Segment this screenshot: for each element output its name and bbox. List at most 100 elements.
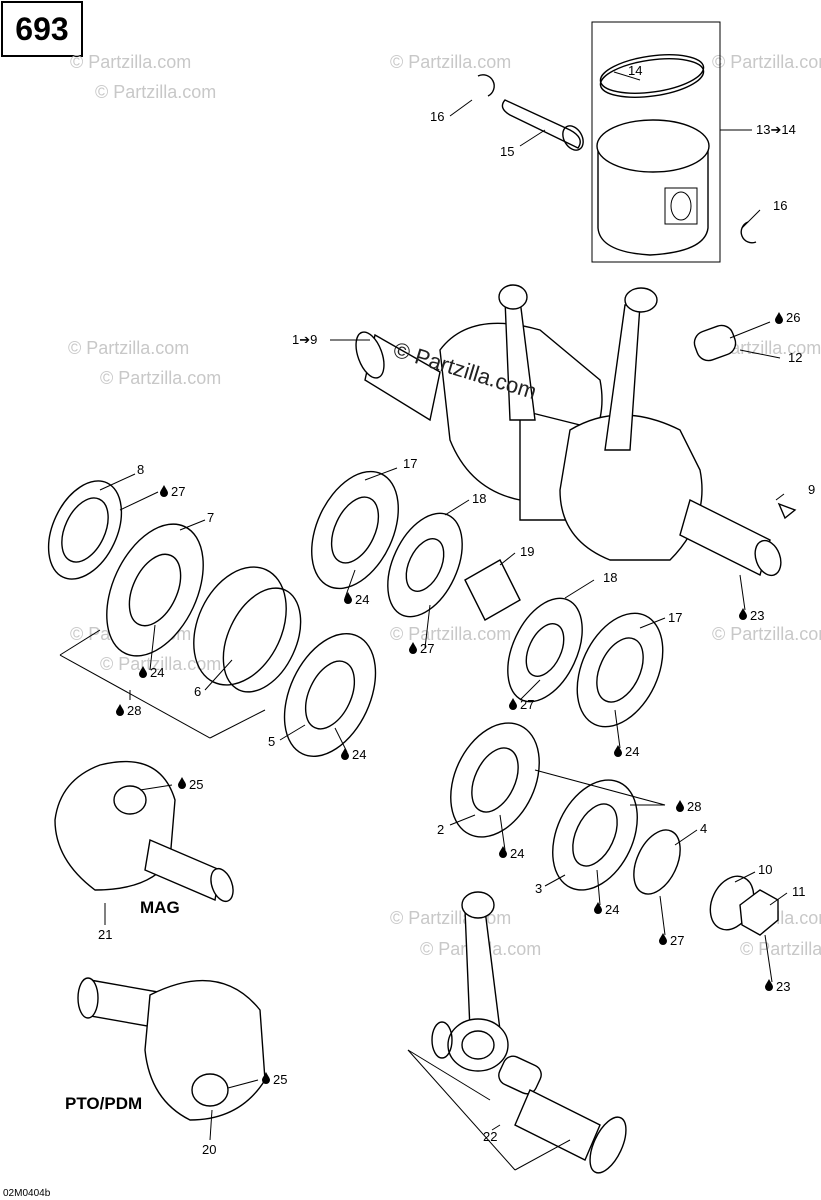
needle-bearing	[498, 1055, 542, 1095]
lubricant-icon	[614, 745, 622, 757]
watermark: © Partzilla.com	[712, 624, 821, 644]
ball-bearing	[106, 523, 204, 657]
lubricant-icon	[178, 777, 186, 789]
callout-27: 27	[670, 933, 684, 948]
lubricant-icon	[659, 933, 667, 945]
pto-half-crankshaft	[77, 977, 266, 1121]
page-number-box: 693	[1, 1, 83, 57]
piston-pin-boss	[664, 187, 698, 225]
callout-28: 28	[127, 703, 141, 718]
callout-13-14: 13➔14	[756, 122, 796, 137]
oil-seal-lip	[405, 538, 445, 592]
watermark: © Partzilla.com	[712, 52, 821, 72]
rod-small-end	[498, 284, 528, 310]
callout-1-9: 1➔9	[292, 332, 317, 347]
leader-lines	[59, 71, 788, 1171]
ball-bearing	[283, 633, 377, 757]
callout-14: 14	[628, 63, 642, 78]
lubricant-icon	[116, 704, 124, 716]
bearing-inner-race	[330, 496, 380, 564]
mag-shaft-end	[210, 867, 234, 903]
watermarks: © Partzilla.com © Partzilla.com © Partzi…	[68, 52, 821, 959]
callout-4: 4	[700, 821, 707, 836]
piston-pin-bore	[670, 191, 692, 221]
watermark: © Partzilla.com	[390, 624, 511, 644]
watermark: © Partzilla.com	[390, 52, 511, 72]
piston-pin	[501, 99, 581, 149]
lubricant-icon	[341, 748, 349, 760]
woodruff-key	[777, 502, 797, 520]
callout-24: 24	[625, 744, 639, 759]
crankshaft-end	[355, 331, 385, 379]
callout-27: 27	[420, 641, 434, 656]
watermark: © Partzilla.com	[390, 908, 511, 928]
callout-18: 18	[472, 491, 486, 506]
callout-24: 24	[605, 902, 619, 917]
watermark: © Partzilla.com	[100, 368, 221, 388]
callout-11: 11	[792, 884, 806, 899]
circlip	[477, 74, 495, 97]
oil-seal	[47, 480, 123, 580]
rod-big-end	[447, 1018, 509, 1072]
callout-12: 12	[788, 350, 802, 365]
crankshaft-pto-end	[754, 539, 782, 577]
callout-16: 16	[430, 109, 444, 124]
bearing-inner-race	[596, 637, 644, 703]
callout-28: 28	[687, 799, 701, 814]
callout-25: 25	[273, 1072, 287, 1087]
watermark: © Partzilla.com	[740, 939, 821, 959]
crankshaft-pto-shaft	[679, 498, 771, 577]
pto-crank-web	[144, 979, 266, 1121]
ball-bearing	[552, 779, 638, 891]
bearing-inner-race	[471, 747, 519, 813]
callout-25: 25	[189, 777, 203, 792]
watermark: © Partzilla.com	[100, 654, 221, 674]
callout-22: 22	[483, 1129, 497, 1144]
callout-23: 23	[776, 979, 790, 994]
ball-bearing	[576, 612, 664, 728]
bearing-inner-race	[128, 553, 182, 627]
callout-3: 3	[535, 881, 542, 896]
crank-pin-end	[589, 1116, 627, 1174]
callout-19: 19	[520, 544, 534, 559]
oil-seal-lip	[525, 623, 565, 677]
circlip	[740, 221, 757, 244]
lubricant-icon	[160, 485, 168, 497]
oil-seal	[507, 597, 583, 703]
piston-ring-inner	[599, 58, 705, 98]
callout-17: 17	[668, 610, 682, 625]
piston-ring	[599, 54, 705, 94]
callout-10: 10	[758, 862, 772, 877]
pto-crank-pin-hole	[191, 1073, 229, 1107]
lubricant-icon	[739, 608, 747, 620]
distance-gear	[464, 559, 521, 621]
mag-label: MAG	[140, 898, 180, 917]
connecting-rod-assembly	[431, 891, 627, 1174]
rod-small-end	[624, 287, 658, 313]
piston	[597, 150, 709, 256]
nut	[739, 889, 779, 936]
watermark: © Partzilla.com	[68, 338, 189, 358]
callout-8: 8	[137, 462, 144, 477]
lubricant-icon	[594, 902, 602, 914]
figure-reference: 02M0404b	[3, 1188, 51, 1199]
callout-5: 5	[268, 734, 275, 749]
lubricant-icon	[775, 312, 783, 324]
mag-shaft	[144, 839, 221, 901]
thrust-washer	[431, 1021, 453, 1059]
pto-label: PTO/PDM	[65, 1094, 142, 1113]
rod-small-end	[461, 891, 495, 919]
piston-crown	[596, 119, 710, 173]
callout-23: 23	[750, 608, 764, 623]
lubricant-icon	[499, 846, 507, 858]
oil-seal	[633, 829, 681, 895]
callout-6: 6	[194, 684, 201, 699]
crank-pin	[514, 1089, 601, 1161]
rod-big-end-bore	[461, 1030, 495, 1060]
piston-kit-frame	[591, 21, 721, 263]
callouts: 14 16 15 13➔14 16 1➔9 26 12 8 27 7 17 18…	[65, 63, 815, 1157]
callout-24: 24	[352, 747, 366, 762]
callout-15: 15	[500, 144, 514, 159]
callout-7: 7	[207, 510, 214, 525]
